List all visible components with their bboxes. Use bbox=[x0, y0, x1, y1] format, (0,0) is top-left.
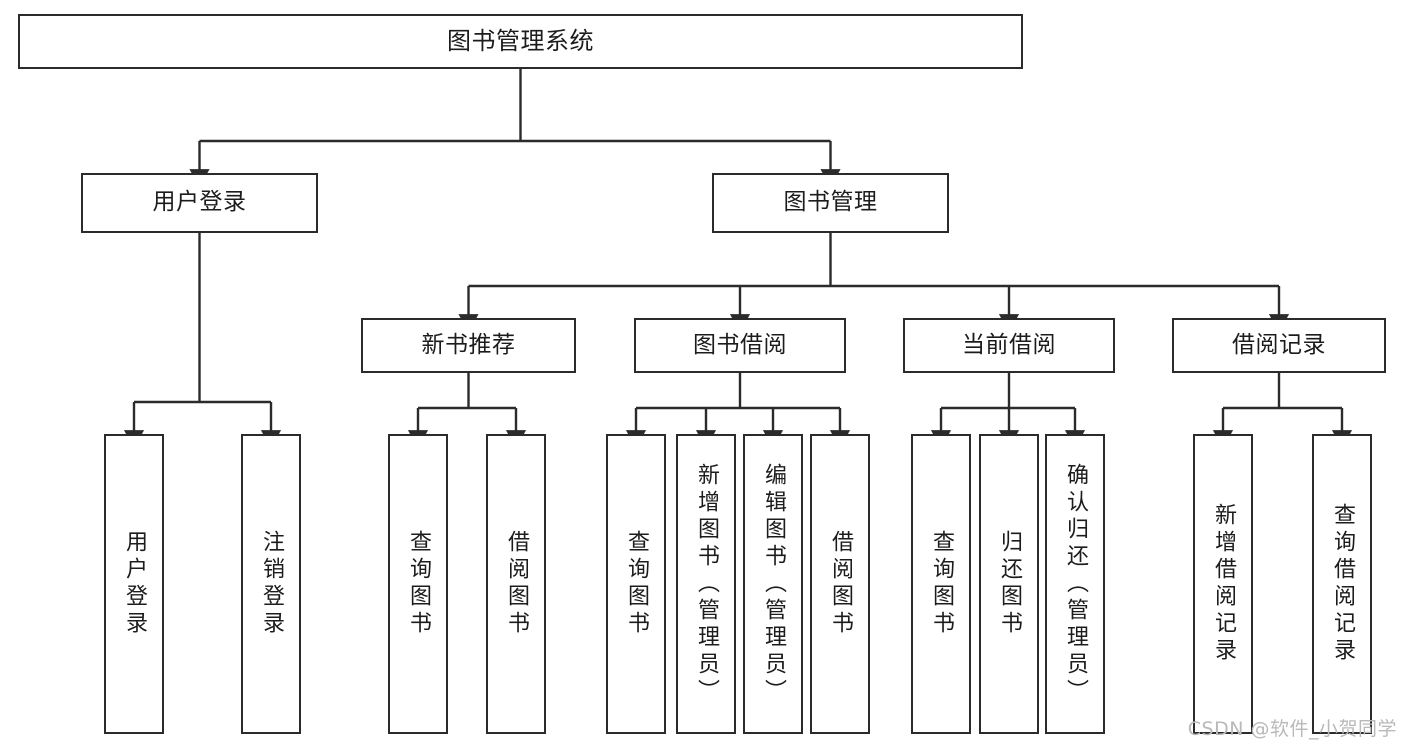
node-book-manage[interactable]: 图书管理 bbox=[712, 173, 949, 233]
node-label: 图书管理系统 bbox=[447, 27, 594, 56]
node-label: 借阅记录 bbox=[1232, 331, 1326, 358]
node-label: 注销登录 bbox=[259, 530, 284, 638]
node-label: 用户登录 bbox=[122, 530, 147, 638]
node-leaf-logout[interactable]: 注销登录 bbox=[241, 434, 301, 734]
node-leaf-confirm[interactable]: 确认归还（管理员） bbox=[1045, 434, 1105, 734]
node-label: 新增图书（管理员） bbox=[694, 462, 719, 706]
node-leaf-borrow-1[interactable]: 借阅图书 bbox=[486, 434, 546, 734]
node-label: 图书借阅 bbox=[693, 331, 787, 358]
node-leaf-user-login[interactable]: 用户登录 bbox=[104, 434, 164, 734]
node-leaf-q-record[interactable]: 查询借阅记录 bbox=[1312, 434, 1372, 734]
node-label: 归还图书 bbox=[997, 530, 1022, 638]
node-book-borrow[interactable]: 图书借阅 bbox=[634, 318, 846, 373]
node-new-book-rec[interactable]: 新书推荐 bbox=[361, 318, 576, 373]
node-label: 图书管理 bbox=[783, 189, 878, 216]
node-leaf-q-book-1[interactable]: 查询图书 bbox=[388, 434, 448, 734]
node-label: 新增借阅记录 bbox=[1211, 503, 1236, 665]
node-user-login[interactable]: 用户登录 bbox=[81, 173, 318, 233]
node-label: 新书推荐 bbox=[421, 331, 516, 358]
node-label: 借阅图书 bbox=[828, 530, 853, 638]
node-label: 查询图书 bbox=[929, 530, 954, 638]
node-leaf-borrow-2[interactable]: 借阅图书 bbox=[810, 434, 870, 734]
node-label: 用户登录 bbox=[152, 189, 247, 216]
node-label: 查询借阅记录 bbox=[1330, 503, 1355, 665]
node-label: 编辑图书（管理员） bbox=[761, 462, 786, 706]
node-leaf-q-book-2[interactable]: 查询图书 bbox=[606, 434, 666, 734]
node-current-borrow[interactable]: 当前借阅 bbox=[903, 318, 1115, 373]
node-label: 查询图书 bbox=[406, 530, 431, 638]
node-label: 当前借阅 bbox=[962, 331, 1056, 358]
node-label: 确认归还（管理员） bbox=[1063, 462, 1088, 706]
node-label: 借阅图书 bbox=[504, 530, 529, 638]
node-leaf-edit-book[interactable]: 编辑图书（管理员） bbox=[743, 434, 803, 734]
node-leaf-add-book[interactable]: 新增图书（管理员） bbox=[676, 434, 736, 734]
node-leaf-q-book-3[interactable]: 查询图书 bbox=[911, 434, 971, 734]
node-root[interactable]: 图书管理系统 bbox=[18, 14, 1023, 69]
node-label: 查询图书 bbox=[624, 530, 649, 638]
node-borrow-record[interactable]: 借阅记录 bbox=[1172, 318, 1386, 373]
node-leaf-add-record[interactable]: 新增借阅记录 bbox=[1193, 434, 1253, 734]
node-leaf-return[interactable]: 归还图书 bbox=[979, 434, 1039, 734]
